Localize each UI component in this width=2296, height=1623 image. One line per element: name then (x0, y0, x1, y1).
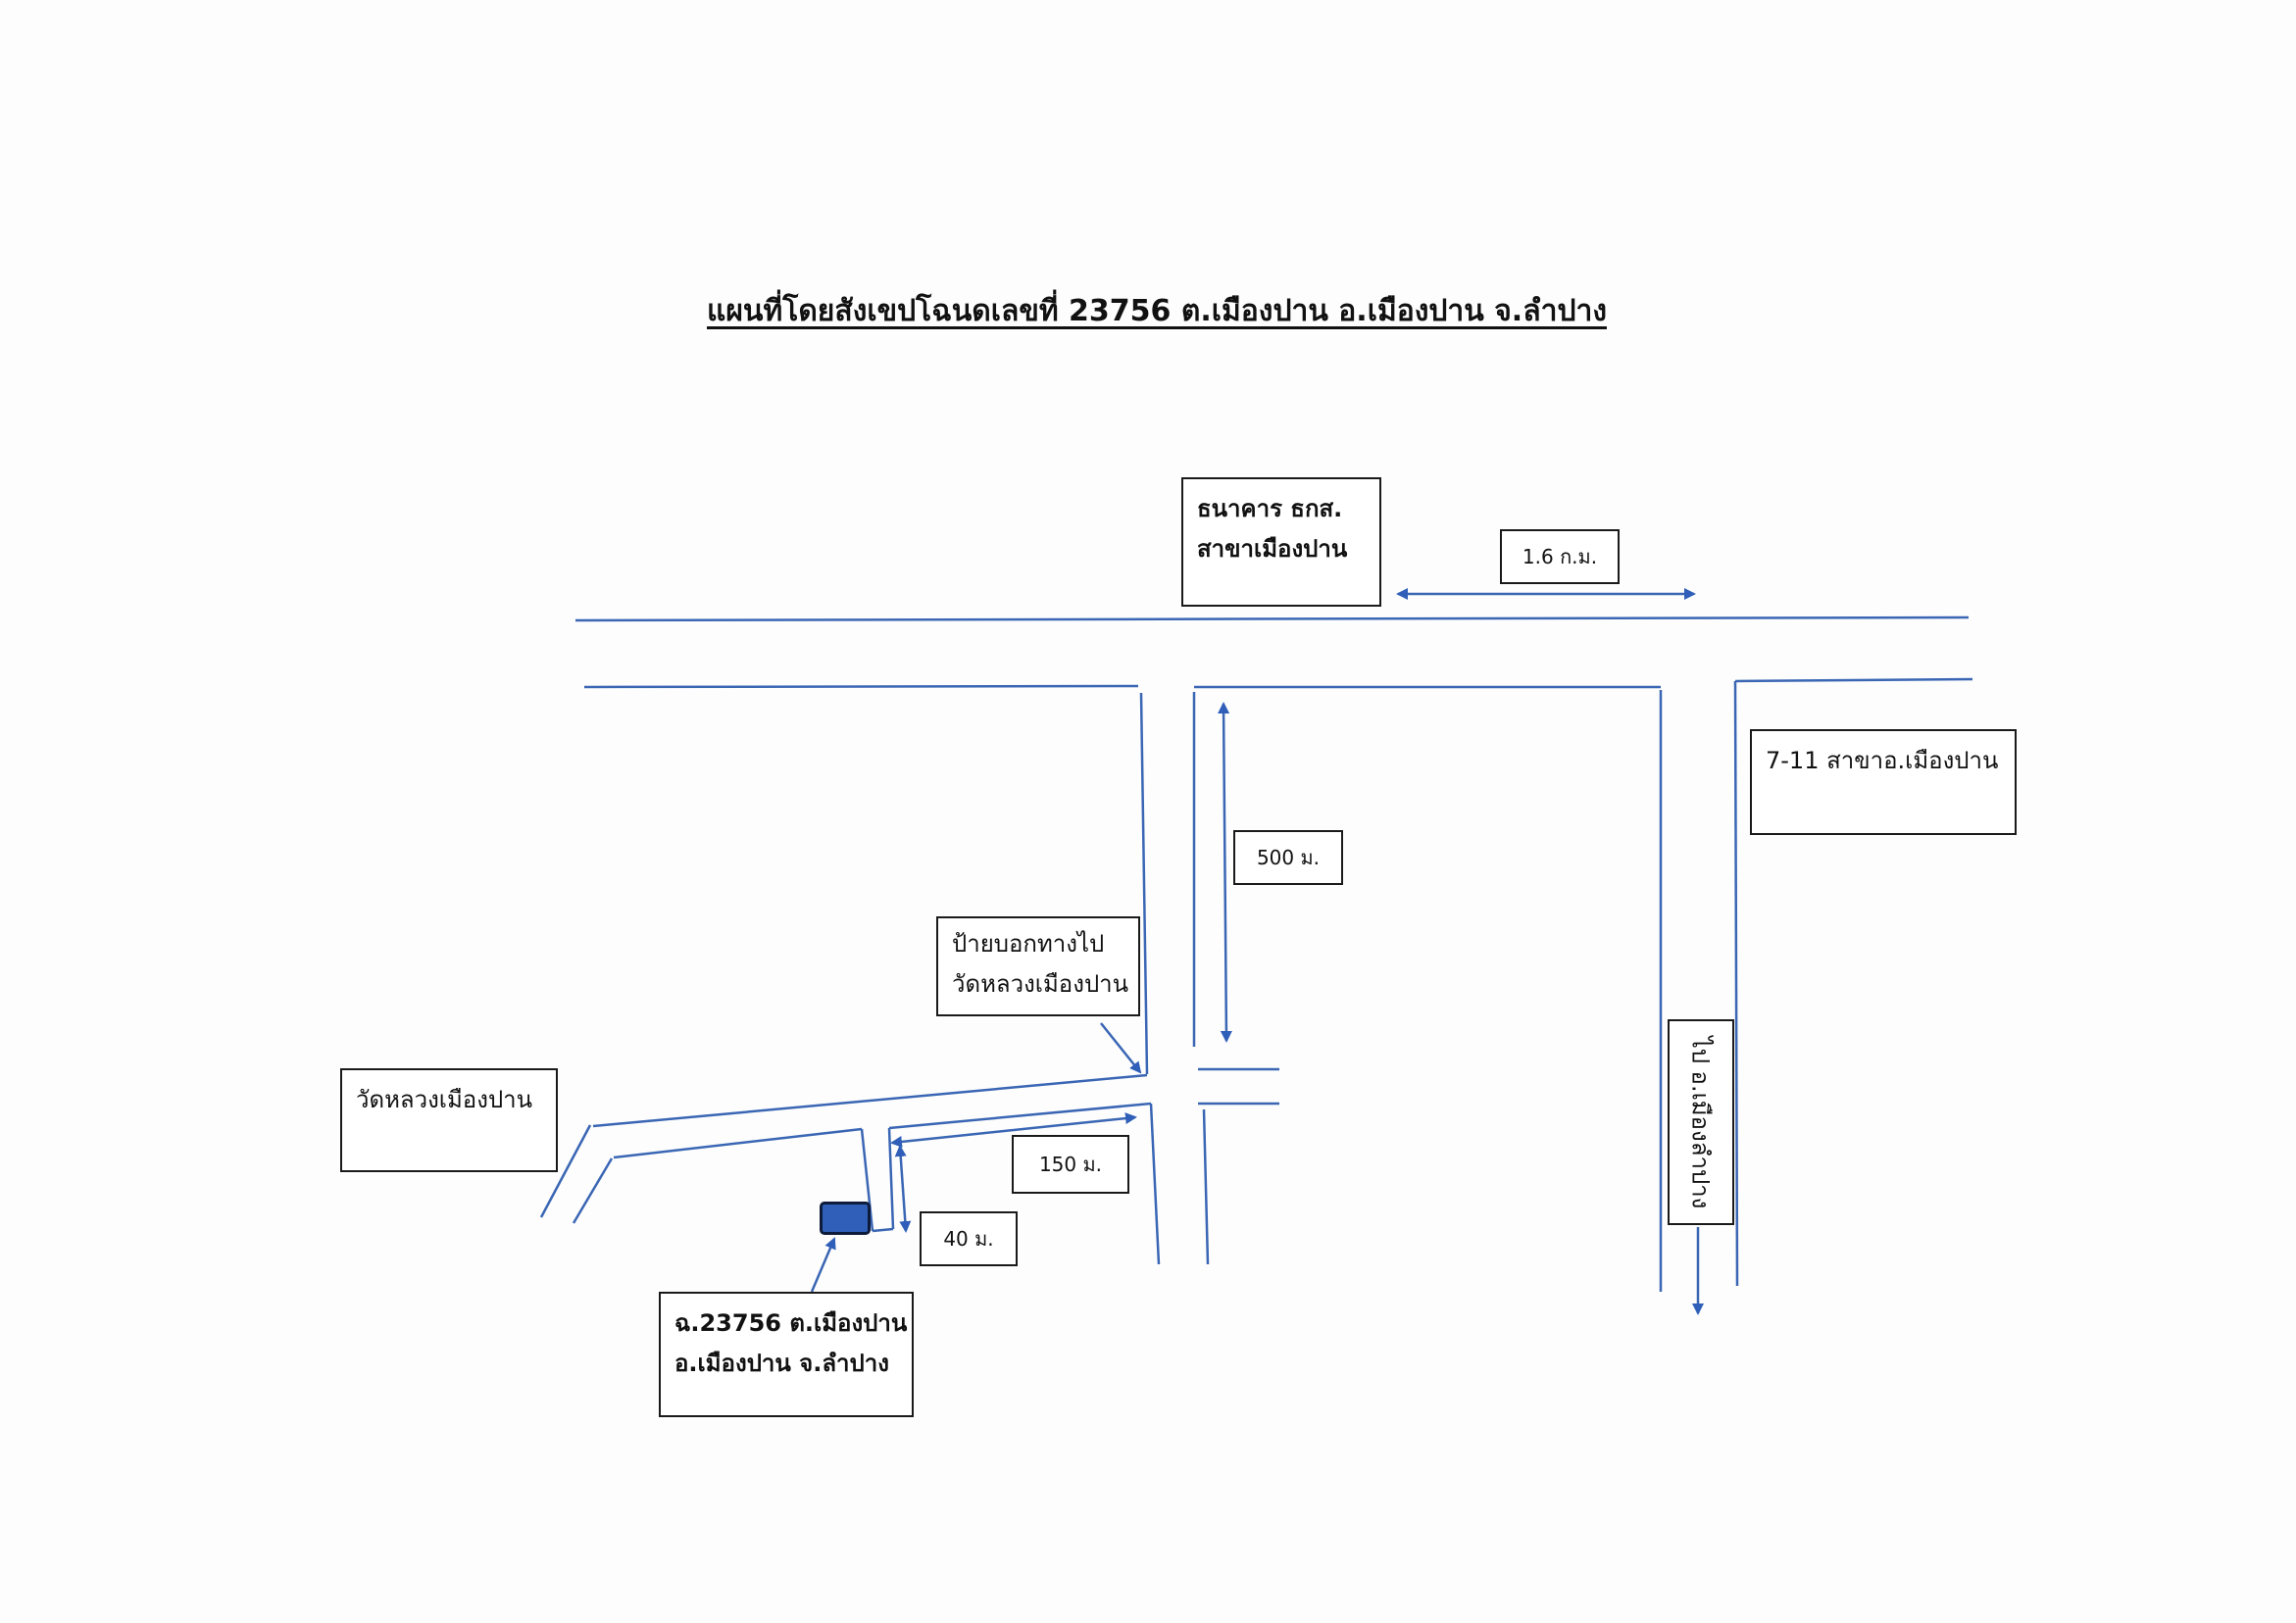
side-road-distance-text: 150 ม. (1038, 1153, 1103, 1176)
temple-sign-line2: วัดหลวงเมืองปาน (952, 969, 1129, 998)
north-road-west-edge-down (1139, 692, 1149, 1075)
roads (539, 615, 1973, 1292)
bank-label-line1: ธนาคาร ธกส. (1197, 495, 1343, 522)
temple-road-bend-inner (572, 1157, 614, 1224)
map-title: แผนที่โดยสังเขปโฉนดเลขที่ 23756 ต.เมืองป… (707, 294, 1607, 328)
temple-label: วัดหลวงเมืองปาน (340, 1068, 558, 1172)
parcel-label: ฉ.23756 ต.เมืองปาน อ.เมืองปาน จ.ลำปาง (659, 1292, 914, 1417)
south-road-west-edge (1149, 1103, 1161, 1265)
east-road-top (1734, 677, 1973, 683)
temple-road-lower-edge-west (613, 1127, 863, 1159)
lane-west-edge (860, 1128, 874, 1232)
east-road-east-edge (1733, 680, 1739, 1287)
temple-road-bend-outer (539, 1124, 592, 1218)
north-road-distance-text: 500 ม. (1256, 846, 1321, 869)
temple-road-lower-edge-east (888, 1102, 1152, 1130)
temple-label-text: วัดหลวงเมืองปาน (356, 1086, 533, 1113)
south-road-east-edge (1202, 1108, 1210, 1265)
lane-east-edge (887, 1127, 895, 1230)
parcel-marker (820, 1202, 871, 1235)
main-road-distance-text: 1.6 ก.ม. (1522, 545, 1598, 568)
lane-distance-text: 40 ม. (943, 1227, 994, 1251)
distance-arrows (810, 588, 1704, 1315)
lane-bottom (872, 1227, 894, 1233)
arrow-side-road (890, 1112, 1137, 1148)
parcel-label-line2: อ.เมืองปาน จ.ลำปาง (674, 1349, 889, 1377)
to-lampang-label: ไป อ.เมืองลำปาง (1668, 1019, 1734, 1225)
north-road-distance: 500 ม. (1233, 830, 1343, 885)
main-road-distance: 1.6 ก.ม. (1500, 529, 1620, 584)
to-lampang-text: ไป อ.เมืองลำปาง (1686, 1036, 1715, 1208)
arrow-parcel-pointer (810, 1237, 836, 1293)
temple-sign-line1: ป้ายบอกทางไป (952, 930, 1105, 958)
bank-label: ธนาคาร ธกส. สาขาเมืองปาน (1181, 477, 1381, 607)
main-road (574, 615, 1970, 622)
north-road-west-edge (583, 684, 1139, 689)
seven-eleven-label: 7-11 สาขาอ.เมืองปาน (1750, 729, 2017, 835)
parcel-label-line1: ฉ.23756 ต.เมืองปาน (674, 1309, 908, 1337)
side-road-distance: 150 ม. (1012, 1135, 1129, 1194)
temple-road-upper-edge (592, 1073, 1148, 1128)
seven-eleven-label-text: 7-11 สาขาอ.เมืองปาน (1766, 747, 1999, 774)
lane-distance: 40 ม. (920, 1211, 1018, 1266)
arrow-lane (894, 1145, 912, 1233)
bank-label-line2: สาขาเมืองปาน (1197, 534, 1348, 563)
arrow-north-road (1218, 702, 1232, 1043)
arrow-sign-pointer (1100, 1022, 1142, 1074)
temple-sign-label: ป้ายบอกทางไป วัดหลวงเมืองปาน (936, 916, 1140, 1016)
